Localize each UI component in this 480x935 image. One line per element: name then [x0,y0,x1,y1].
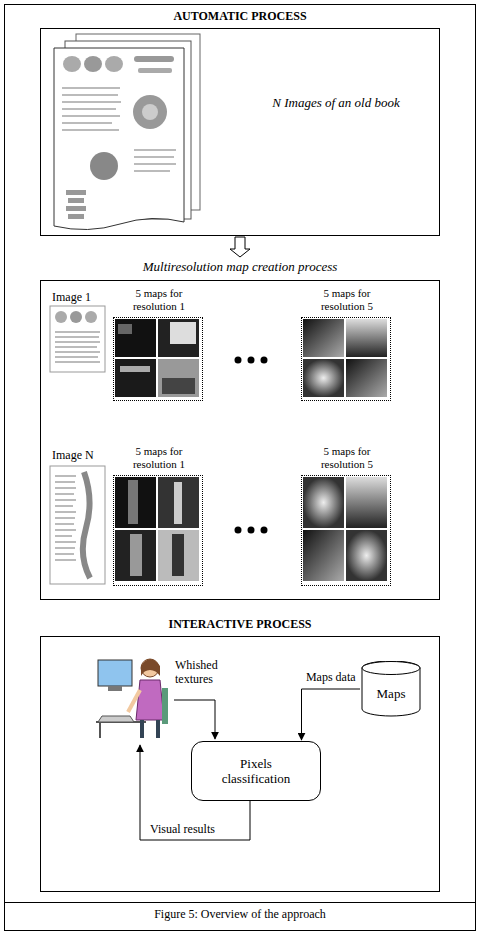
texture-map [158,319,199,357]
texture-map [170,322,196,344]
texture-map [172,534,184,576]
cylinder-top [362,662,420,675]
figure-frame [5,5,476,931]
box-heading: 5 maps for resolution 1 [124,445,194,471]
map-group: 5 maps for resolution 5 [301,317,391,401]
user-head [141,659,159,677]
texture-map [303,530,344,581]
connector-label: Maps data [304,670,358,685]
texture-map [346,319,387,357]
texture-map [158,359,199,397]
ellipsis-dot [261,527,268,534]
texture-map [346,477,387,528]
texture-map [130,534,142,576]
texture-map [346,359,387,397]
texture-map [174,482,182,524]
ellipsis-dot [248,527,255,534]
user-body [136,680,164,720]
box-heading: 5 maps for resolution 5 [312,287,382,313]
page-figure [90,152,118,180]
connector [302,689,361,740]
page-thumbnail [50,306,105,372]
page-figure [85,311,97,323]
texture-map [118,324,132,334]
section-heading: AUTOMATIC PROCESS [0,9,480,24]
texture-map [128,480,138,524]
image-label: Image 1 [52,290,91,305]
page-text-lines [62,88,121,130]
page-figure [142,104,158,120]
ellipsis-dot [235,357,242,364]
page-figure [134,56,174,62]
connector [230,237,250,257]
figure-caption: Figure 5: Overview of the approach [0,907,480,922]
ellipsis-dot [261,357,268,364]
page-text-lines [55,332,100,362]
chair [162,688,168,724]
caption-divider [5,902,476,903]
ellipsis-dot [235,527,242,534]
texture-map [346,530,387,581]
user-arm [128,690,140,712]
flow-arrow [140,745,250,840]
texture-map [162,378,195,394]
flow-label: Whished textures [175,658,231,686]
cylinder-outline [362,661,420,716]
texture-map [115,319,156,357]
flow-arrow [174,700,215,739]
user-legs [142,720,158,738]
process-box: 5 maps for resolution 1 5 maps for resolu… [40,280,440,600]
database-cylinder: Maps [361,661,421,717]
page-text-lines [55,476,76,560]
texture-map [303,477,344,528]
desk [96,722,146,738]
process-box: N Images of an old book [40,28,440,236]
page-figure [66,190,86,219]
page-figure [133,95,167,129]
map-group: 5 maps for resolution 5 [301,475,391,586]
box-heading: Multiresolution map creation process [41,259,439,275]
box-heading: 5 maps for resolution 5 [312,445,382,471]
box-text: Maps [377,686,406,702]
computer-monitor [98,660,132,686]
process-box: MapsPixels classificationINTERACTIVE PRO… [40,636,440,892]
page-figure [105,56,123,72]
texture-map [158,530,199,581]
box-heading: 5 maps for resolution 1 [124,287,194,313]
texture-map [158,477,199,528]
page-figure [83,472,90,578]
map-group: 5 maps for resolution 1 [113,475,203,586]
ellipsis-dot [248,357,255,364]
process-box: Pixels classification [191,741,321,801]
page-figure [70,311,82,323]
texture-map [115,477,156,528]
texture-map [303,359,344,397]
user-hair [141,659,160,676]
page-figure [138,68,172,73]
box-heading: INTERACTIVE PROCESS [41,617,439,632]
texture-map [303,319,344,357]
box-text: Pixels classification [214,756,298,786]
page-figure [84,56,102,72]
page-text-lines [134,150,176,171]
texture-map [115,359,156,397]
box-text: N Images of an old book [236,95,436,111]
page-figure [63,56,81,72]
texture-map [115,530,156,581]
keyboard [98,716,134,722]
map-group: 5 maps for resolution 1 [113,317,203,401]
texture-map [120,366,150,372]
image-label: Image N [52,448,94,463]
computer-monitor [108,686,122,691]
flow-label: Visual results [150,822,215,837]
book-page [54,48,184,230]
page-figure [55,311,67,323]
page-thumbnail [50,466,105,584]
